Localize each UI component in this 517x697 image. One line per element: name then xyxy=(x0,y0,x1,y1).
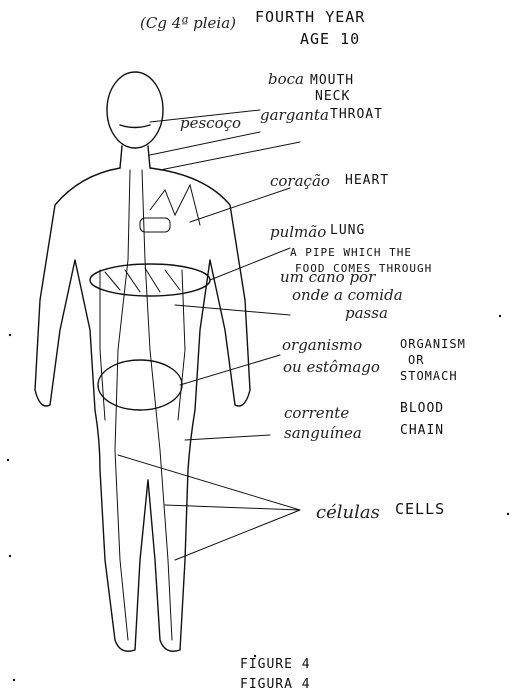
head-outline xyxy=(107,72,163,148)
label-pipe-pt-1: um cano por xyxy=(280,268,376,286)
leader-lung xyxy=(210,248,290,280)
label-cells-en: CELLS xyxy=(395,500,445,518)
label-lung-pt: pulmão xyxy=(270,223,326,241)
label-organism-en: ORGANISM xyxy=(400,337,466,351)
labels: boca MOUTH NECK pescoço garganta THROAT … xyxy=(180,70,466,523)
vessel-right xyxy=(142,170,172,640)
label-mouth-en: MOUTH xyxy=(310,73,354,88)
label-or-en: OR xyxy=(408,353,424,367)
label-chain-en: CHAIN xyxy=(400,423,444,438)
label-blood-en: BLOOD xyxy=(400,401,444,416)
mouth-mark xyxy=(120,125,150,128)
label-neck-en: NECK xyxy=(315,89,350,104)
leader-pipe xyxy=(175,305,290,315)
leader-heart xyxy=(190,188,290,222)
label-blood-pt-1: corrente xyxy=(284,404,349,422)
label-throat-pt: garganta xyxy=(260,106,329,124)
caption-line-2: FIGURA 4 xyxy=(240,677,311,692)
label-mouth-pt: boca xyxy=(268,70,304,88)
lung-drawing xyxy=(90,264,210,296)
label-heart-pt: coração xyxy=(270,172,330,190)
label-pipe-pt-3: passa xyxy=(345,304,388,322)
leader-throat xyxy=(160,142,300,170)
label-blood-pt-2: sanguínea xyxy=(284,424,362,442)
leader-stomach xyxy=(180,355,280,385)
leader-neck xyxy=(150,132,260,155)
lung-hatching xyxy=(105,268,180,292)
label-heart-en: HEART xyxy=(345,173,389,188)
neck-outline xyxy=(120,146,150,168)
heart-shape xyxy=(140,218,170,232)
leader-blood xyxy=(185,435,270,440)
label-cells-pt: células xyxy=(316,502,380,523)
label-stomach-pt: ou estômago xyxy=(283,358,380,376)
vessel-arm-right xyxy=(178,270,185,420)
caption-line-1: FIGURE 4 xyxy=(240,657,311,672)
header-note: (Cg 4ª pleia) xyxy=(140,14,236,32)
label-organism-pt: organismo xyxy=(282,336,362,354)
label-lung-en: LUNG xyxy=(330,223,365,238)
label-throat-en: THROAT xyxy=(330,107,383,122)
stomach-drawing xyxy=(98,360,182,410)
heart-drawing xyxy=(150,185,200,225)
vessel-left xyxy=(115,170,130,640)
label-stomach-en: STOMACH xyxy=(400,369,458,383)
label-pipe-en-1: A PIPE WHICH THE xyxy=(290,246,412,259)
header-level: FOURTH YEAR xyxy=(255,8,365,26)
header-age: AGE 10 xyxy=(300,30,360,48)
label-neck-pt: pescoço xyxy=(180,114,241,132)
label-pipe-pt-2: onde a comida xyxy=(292,286,403,304)
